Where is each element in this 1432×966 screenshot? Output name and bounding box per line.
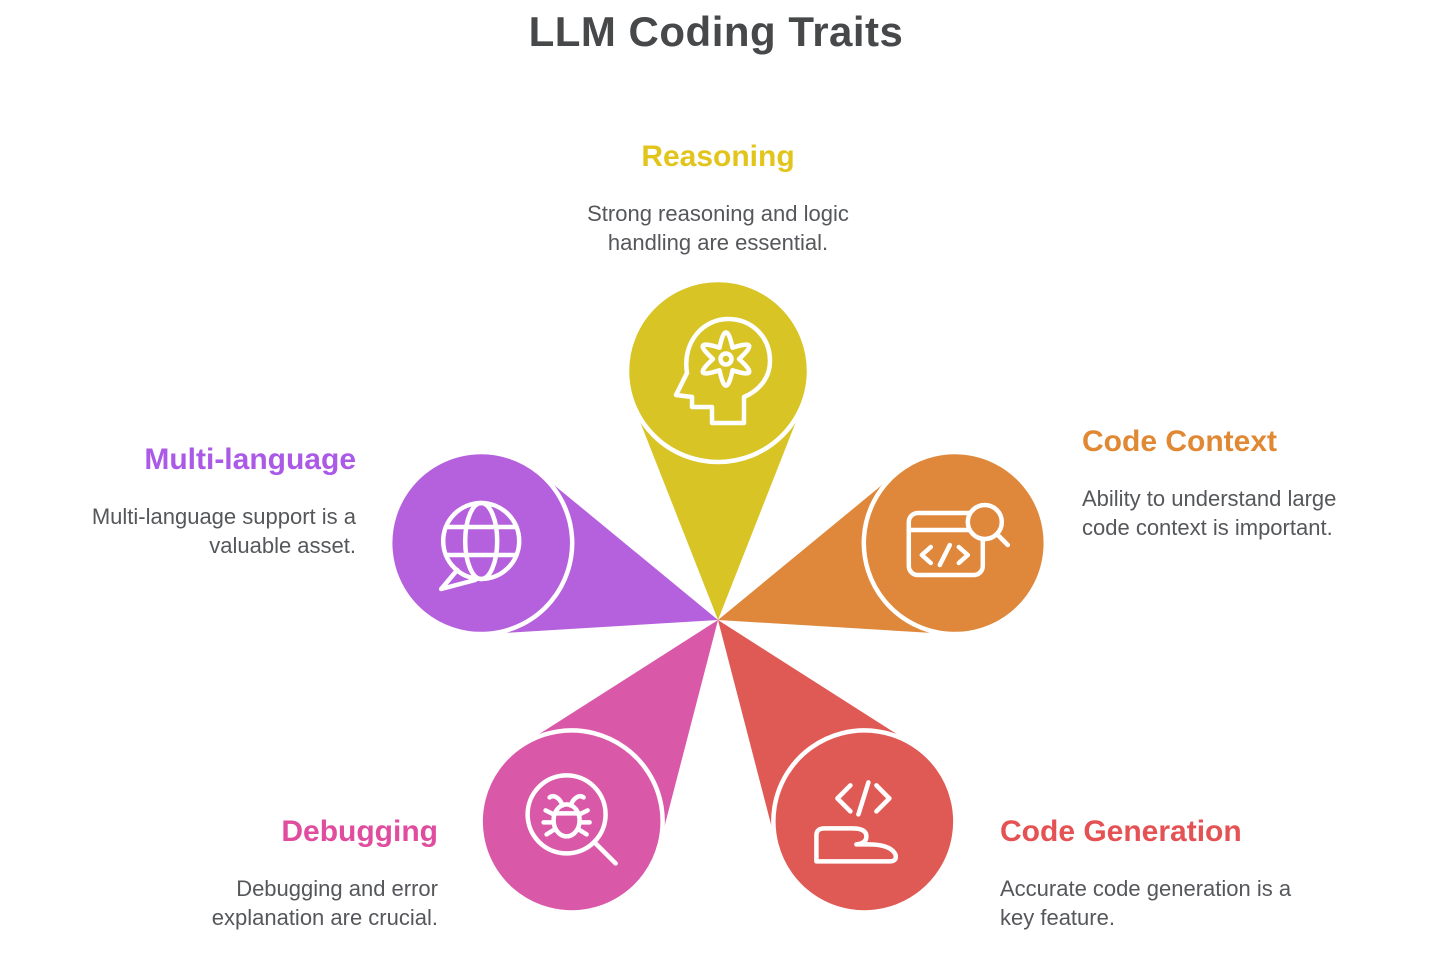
trait-block-reasoning: Reasoning Strong reasoning and logic han… bbox=[468, 140, 968, 258]
petal-code-generation bbox=[718, 620, 958, 915]
trait-block-code-generation: Code Generation Accurate code generation… bbox=[1000, 815, 1380, 933]
petal-cone bbox=[522, 620, 718, 845]
code-right-bracket bbox=[874, 783, 892, 814]
bug-magnifier-icon bbox=[525, 773, 618, 866]
gear-flower bbox=[700, 330, 752, 388]
petal-circle bbox=[478, 728, 665, 915]
magnifier-lens bbox=[965, 502, 1005, 542]
petal-cone bbox=[718, 620, 914, 845]
petal-circle bbox=[387, 449, 575, 637]
trait-description-code-generation: Accurate code generation is a key featur… bbox=[1000, 875, 1292, 931]
trait-heading-code-context: Code Context bbox=[1082, 425, 1277, 458]
trait-heading-multi-language: Multi-language bbox=[144, 443, 356, 476]
petal-multi-language bbox=[387, 449, 718, 637]
hand-code-icon bbox=[814, 780, 899, 864]
magnifier-handle bbox=[994, 531, 1011, 548]
trait-description-reasoning: Strong reasoning and logic handling are … bbox=[587, 200, 849, 256]
globe-chat-icon bbox=[438, 500, 522, 592]
petal-circle bbox=[861, 449, 1049, 637]
code-left-bracket bbox=[835, 783, 853, 814]
trait-heading-reasoning: Reasoning bbox=[641, 140, 795, 173]
speech-bubble-tail bbox=[438, 567, 478, 592]
petal-circle bbox=[771, 728, 958, 915]
magnifier-lens bbox=[525, 773, 608, 856]
trait-heading-debugging: Debugging bbox=[281, 815, 438, 848]
trait-heading-code-generation: Code Generation bbox=[1000, 815, 1242, 848]
petal-cone bbox=[633, 404, 803, 620]
trait-block-debugging: Debugging Debugging and error explanatio… bbox=[138, 815, 438, 933]
bug-left-legs bbox=[541, 808, 557, 837]
code-slash bbox=[937, 542, 953, 568]
head-gear-icon bbox=[673, 316, 773, 426]
petal-debugging bbox=[478, 620, 718, 915]
magnifier-handle bbox=[591, 839, 618, 866]
code-window-search-icon bbox=[906, 502, 1011, 578]
page-title: LLM Coding Traits bbox=[528, 8, 904, 55]
bug-right-antenna bbox=[568, 794, 586, 808]
gear-center-dot bbox=[718, 351, 734, 367]
code-slash bbox=[856, 780, 871, 817]
bug-right-legs bbox=[576, 808, 592, 837]
head-outline bbox=[673, 316, 773, 426]
trait-block-code-context: Code Context Ability to understand large… bbox=[1082, 425, 1422, 543]
trait-description-debugging: Debugging and error explanation are cruc… bbox=[211, 875, 438, 931]
open-hand bbox=[814, 826, 899, 864]
browser-window bbox=[906, 510, 986, 578]
bug-left-antenna bbox=[547, 794, 565, 808]
code-right-bracket bbox=[956, 544, 971, 566]
code-left-bracket bbox=[919, 544, 934, 566]
trait-description-code-context: Ability to understand large code context… bbox=[1082, 485, 1337, 541]
trait-description-multi-language: Multi-language support is a valuable ass… bbox=[91, 503, 356, 559]
trait-block-multi-language: Multi-language Multi-language support is… bbox=[0, 443, 356, 561]
petal-code-context bbox=[718, 449, 1049, 637]
globe-meridian bbox=[462, 500, 500, 582]
